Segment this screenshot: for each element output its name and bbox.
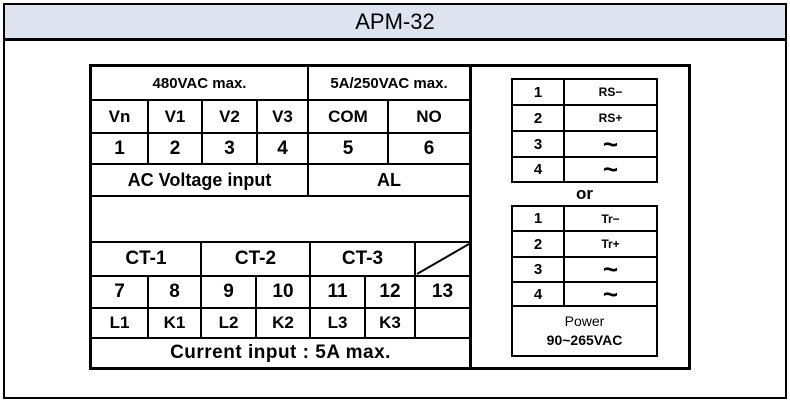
grid-line	[511, 156, 658, 158]
terminal-number: 3	[224, 137, 235, 159]
terminal-number: 1	[114, 137, 125, 159]
grid-line	[92, 275, 471, 277]
terminal-number: 13	[431, 281, 454, 302]
ct-terminal: K2	[272, 313, 294, 332]
terminal-number: 7	[114, 281, 125, 302]
grid-line	[92, 337, 471, 339]
ct-terminal: L2	[218, 313, 239, 332]
rs-number: 4	[533, 161, 543, 178]
terminal-number: 11	[327, 281, 348, 302]
grid-line	[255, 275, 257, 339]
terminal-panel	[89, 64, 691, 370]
ac-symbol: ~	[602, 128, 619, 159]
header-relay: 5A/250VAC max.	[330, 74, 448, 92]
terminal-number: 5	[342, 137, 354, 159]
terminal-label: V3	[272, 106, 293, 126]
grid-line	[511, 130, 658, 132]
grid-line	[309, 275, 311, 339]
grid-line	[309, 241, 311, 277]
grid-line	[387, 99, 389, 165]
terminal-label: V2	[219, 106, 240, 126]
power-label: Power	[564, 313, 605, 329]
tr-number: 3	[533, 261, 543, 278]
grid-line	[364, 275, 366, 339]
terminal-number: 6	[423, 137, 435, 159]
header-voltage: 480VAC max.	[152, 74, 247, 92]
ct-terminal: K3	[379, 313, 401, 332]
terminal-number: 12	[379, 281, 401, 302]
rs-number: 2	[533, 109, 543, 127]
tr-number: 2	[533, 235, 543, 253]
alarm-label: AL	[377, 169, 401, 190]
tr-number: 4	[533, 285, 543, 303]
ct-label: CT-2	[234, 248, 277, 269]
tr-number: 1	[533, 210, 543, 227]
rs-number: 3	[533, 135, 543, 153]
current-input-label: Current input : 5A max.	[170, 342, 391, 363]
or-label: or	[576, 184, 593, 203]
grid-line	[92, 99, 471, 101]
grid-line	[511, 230, 658, 232]
terminal-label: NO	[416, 106, 442, 126]
grid-line	[307, 67, 309, 197]
power-range: 90~265VAC	[546, 332, 623, 348]
ac-symbol: ~	[602, 278, 619, 309]
tr-label: Tr−	[601, 211, 620, 226]
grid-line	[201, 99, 203, 165]
model-title: APM-32	[5, 5, 785, 41]
unused-terminal-slash	[416, 243, 470, 275]
section-divider	[469, 67, 472, 367]
grid-line	[147, 275, 149, 339]
rs-number: 1	[533, 83, 543, 101]
grid-line	[92, 132, 471, 134]
grid-line	[511, 281, 658, 283]
power-block	[511, 307, 658, 357]
grid-line	[200, 241, 202, 277]
grid-line	[414, 241, 416, 339]
ac-voltage-label: AC Voltage input	[127, 169, 272, 190]
terminal-number: 9	[223, 281, 234, 302]
terminal-number: 4	[277, 137, 288, 159]
grid-line	[92, 195, 471, 197]
grid-line	[256, 99, 258, 165]
rs-label: RS−	[598, 85, 623, 99]
rs-label: RS+	[598, 111, 623, 125]
grid-line	[511, 256, 658, 258]
grid-line	[92, 241, 471, 243]
grid-line	[511, 104, 658, 106]
terminal-label: COM	[328, 106, 368, 126]
terminal-number: 8	[169, 281, 180, 302]
ct-terminal: L1	[109, 313, 130, 332]
terminal-number: 10	[272, 281, 294, 302]
terminal-label: V1	[164, 106, 186, 126]
ct-terminal: L3	[327, 313, 348, 332]
terminal-number: 2	[169, 137, 181, 159]
ct-label: CT-1	[125, 248, 167, 269]
ac-symbol: ~	[602, 254, 619, 284]
ct-label: CT-3	[341, 248, 384, 269]
grid-line	[200, 275, 202, 339]
tr-label: Tr+	[601, 237, 620, 251]
device-frame: APM-32	[3, 3, 787, 399]
grid-line	[147, 99, 149, 165]
grid-line	[92, 163, 471, 165]
grid-line	[92, 307, 471, 309]
ac-symbol: ~	[602, 154, 619, 184]
ct-terminal: K1	[163, 313, 186, 332]
terminal-label: Vn	[108, 106, 131, 126]
